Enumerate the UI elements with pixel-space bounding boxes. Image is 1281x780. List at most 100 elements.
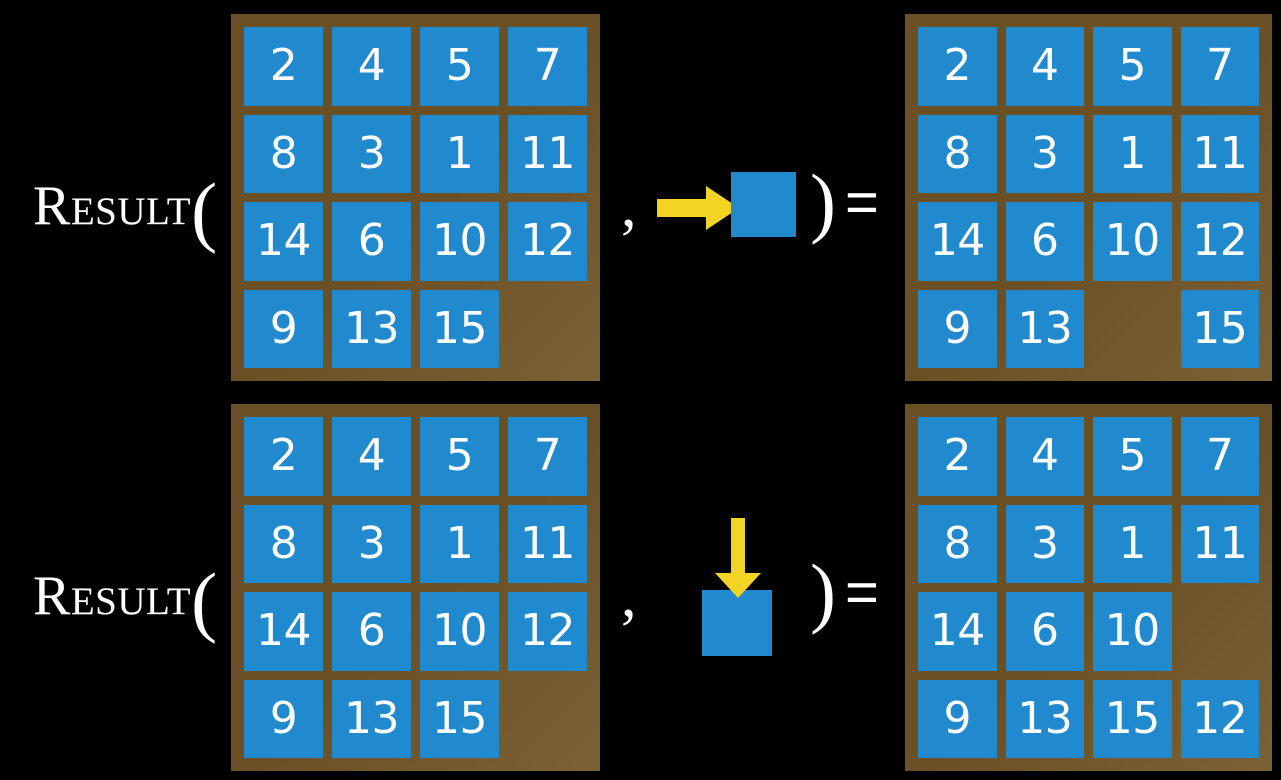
board-cell[interactable]: 10	[420, 202, 499, 281]
board-cell[interactable]: 3	[332, 504, 411, 583]
board-cell[interactable]: 5	[1093, 417, 1172, 496]
equals-sign-row1: =	[845, 170, 879, 235]
cell-value: 1	[1118, 127, 1147, 179]
board-cell[interactable]: 10	[1093, 592, 1172, 671]
board-cell[interactable]: 3	[332, 114, 411, 193]
board-cell[interactable]: 15	[1093, 679, 1172, 758]
cell-value: 2	[943, 40, 972, 92]
board-cell[interactable]: 13	[1005, 679, 1084, 758]
board-cell[interactable]: 9	[918, 289, 997, 368]
board-cell[interactable]: 6	[1005, 592, 1084, 671]
board-cell-empty[interactable]	[508, 680, 587, 759]
board-cell[interactable]: 13	[332, 679, 411, 758]
cell-value: 8	[943, 127, 972, 179]
board-cell[interactable]: 4	[1005, 417, 1084, 496]
argument-separator-comma-row1: ,	[621, 172, 637, 240]
board-cell[interactable]: 12	[1180, 202, 1259, 281]
board-cell[interactable]: 15	[1180, 289, 1259, 368]
board-cell[interactable]: 11	[1180, 504, 1259, 583]
cell-value: 14	[929, 605, 986, 657]
arrow-right-icon	[657, 186, 739, 230]
board-cell[interactable]: 1	[1093, 114, 1172, 193]
board-cell[interactable]: 15	[420, 679, 499, 758]
board-cell[interactable]: 8	[918, 504, 997, 583]
cell-value: 13	[344, 692, 400, 744]
board-cell[interactable]: 10	[1093, 202, 1172, 281]
board-cell[interactable]: 12	[508, 202, 587, 281]
board-cell[interactable]: 1	[1093, 504, 1172, 583]
board-cell[interactable]: 9	[918, 679, 997, 758]
cell-value: 5	[445, 40, 474, 92]
board-cell-empty[interactable]	[508, 290, 587, 369]
board-cell[interactable]: 7	[508, 417, 587, 496]
board-cell[interactable]: 13	[332, 289, 411, 368]
board-cell[interactable]: 9	[244, 289, 323, 368]
cell-value: 7	[1206, 40, 1234, 92]
board-cell[interactable]: 11	[508, 504, 587, 583]
board-cell[interactable]: 1	[420, 114, 499, 193]
open-paren-row2: (	[191, 557, 218, 644]
board-cell[interactable]: 2	[918, 27, 997, 106]
board-cell[interactable]: 14	[244, 592, 323, 671]
cell-value: 7	[533, 40, 562, 92]
board-cell[interactable]: 8	[918, 114, 997, 193]
cell-value: 1	[1118, 517, 1147, 569]
board-cell[interactable]: 5	[1093, 27, 1172, 106]
cell-value: 5	[445, 430, 474, 482]
cell-value: 9	[943, 302, 972, 354]
board-cell[interactable]: 6	[1005, 202, 1084, 281]
board-cell[interactable]: 3	[1005, 114, 1084, 193]
cell-value: 2	[269, 430, 298, 482]
cell-value: 12	[1192, 215, 1248, 267]
cell-value: 3	[1031, 517, 1059, 569]
board-cell[interactable]: 1	[420, 504, 499, 583]
board-cell[interactable]: 4	[332, 27, 411, 106]
board-cell[interactable]: 6	[332, 202, 411, 281]
board-cell[interactable]: 2	[244, 417, 323, 496]
board-cell[interactable]: 14	[918, 202, 997, 281]
board-cell[interactable]: 4	[1005, 27, 1084, 106]
cell-value: 3	[357, 517, 386, 569]
board-cell[interactable]: 11	[1180, 114, 1259, 193]
board-cell[interactable]: 11	[508, 114, 587, 193]
cell-value: 14	[929, 215, 986, 267]
board-cell[interactable]: 8	[244, 504, 323, 583]
board-cell[interactable]: 14	[244, 202, 323, 281]
board-cell-empty[interactable]	[1181, 592, 1260, 671]
cell-value: 4	[1031, 430, 1059, 482]
cell-value: 12	[520, 605, 576, 657]
board-cell[interactable]: 2	[918, 417, 997, 496]
board-cell[interactable]: 14	[918, 592, 997, 671]
board-cell[interactable]: 7	[1180, 27, 1259, 106]
board-cell[interactable]: 9	[244, 679, 323, 758]
board-cell[interactable]: 13	[1005, 289, 1084, 368]
board-cell[interactable]: 7	[1180, 417, 1259, 496]
board-cell[interactable]: 12	[1180, 679, 1259, 758]
cell-value: 8	[943, 517, 972, 569]
result-function-name-row1: Result	[33, 174, 192, 237]
input-board-row2: 2 4 5 7 8 3 1 11 14 6 10 12 9 13 15	[231, 404, 600, 771]
arrow-down-icon	[715, 518, 761, 598]
board-cell[interactable]: 6	[332, 592, 411, 671]
cell-value: 9	[943, 692, 972, 744]
board-cell[interactable]: 15	[420, 289, 499, 368]
board-cell[interactable]: 12	[508, 592, 587, 671]
cell-value: 11	[520, 517, 576, 569]
board-cell[interactable]: 5	[420, 27, 499, 106]
operand-tile-row1[interactable]	[731, 172, 796, 237]
board-cell[interactable]: 5	[420, 417, 499, 496]
cell-value: 2	[943, 430, 972, 482]
board-cell[interactable]: 8	[244, 114, 323, 193]
board-cell-empty[interactable]	[1093, 290, 1172, 369]
result-function-label-row2: Result(	[33, 562, 218, 640]
board-cell[interactable]: 3	[1005, 504, 1084, 583]
cell-value: 3	[357, 127, 386, 179]
board-cell[interactable]: 7	[508, 27, 587, 106]
board-cell[interactable]: 10	[420, 592, 499, 671]
cell-value: 9	[269, 692, 298, 744]
cell-value: 13	[344, 302, 400, 354]
cell-value: 9	[269, 302, 298, 354]
operand-tile-row2[interactable]	[702, 590, 772, 656]
board-cell[interactable]: 4	[332, 417, 411, 496]
board-cell[interactable]: 2	[244, 27, 323, 106]
